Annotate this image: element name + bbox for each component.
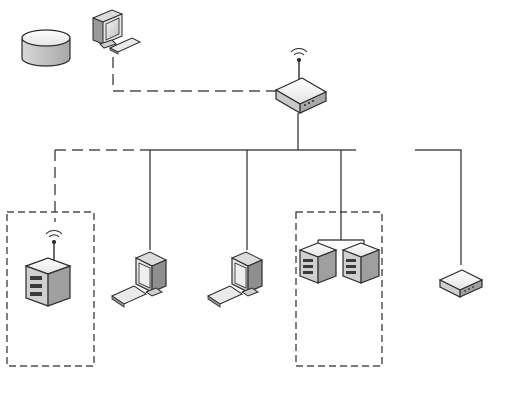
group-box-servers bbox=[295, 211, 383, 367]
server-1-icon bbox=[298, 242, 338, 284]
server-antenna-icon bbox=[24, 230, 72, 307]
link-admin-to-router bbox=[112, 57, 290, 92]
admin-workstation-icon bbox=[91, 9, 142, 55]
server-2-icon bbox=[341, 242, 381, 284]
connections bbox=[54, 57, 462, 265]
wireless-router-icon bbox=[274, 48, 328, 115]
workstation-1-icon bbox=[110, 251, 168, 308]
backbone-right-segment bbox=[415, 149, 462, 265]
switch-icon bbox=[438, 269, 484, 298]
database-icon bbox=[21, 29, 71, 67]
workstation-2-icon bbox=[206, 251, 264, 308]
